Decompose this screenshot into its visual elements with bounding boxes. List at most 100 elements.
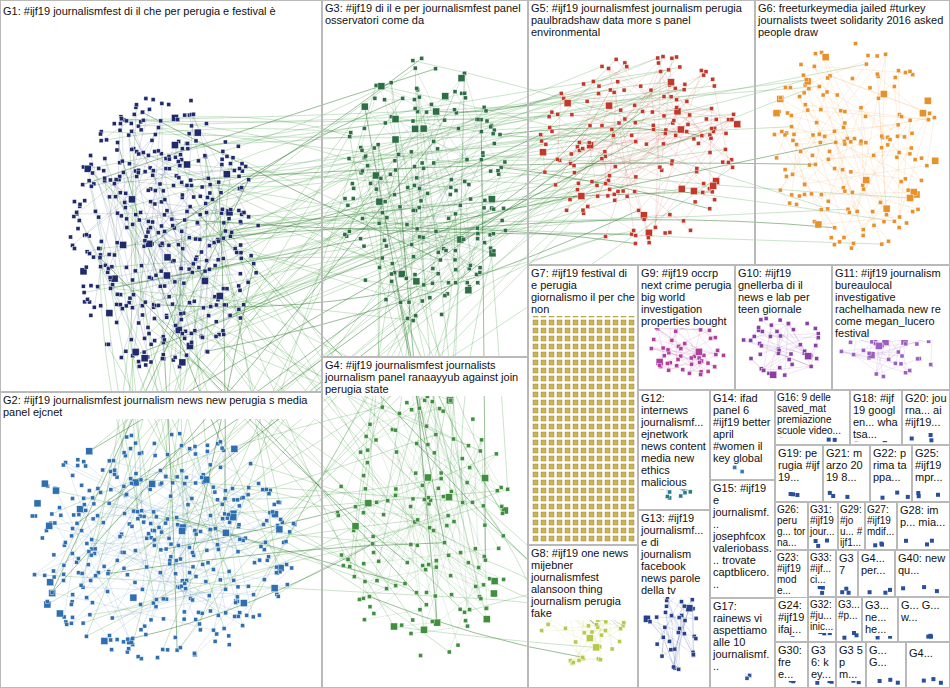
- network-edge: [494, 80, 806, 144]
- vertex: [122, 551, 126, 555]
- vertex: [227, 217, 231, 221]
- vertex: [84, 508, 88, 512]
- cluster-edge: [49, 526, 234, 581]
- vertex: [136, 510, 140, 514]
- vertex: [40, 536, 44, 540]
- vertex: [185, 183, 189, 187]
- vertex: [191, 262, 195, 266]
- cluster-edge: [473, 440, 482, 502]
- vertex: [134, 441, 138, 445]
- vertex: [163, 229, 167, 233]
- cluster-edge: [363, 446, 468, 513]
- vertex: [49, 590, 56, 597]
- vertex: [132, 112, 136, 116]
- cluster-edge: [803, 75, 845, 112]
- vertex: [156, 126, 160, 130]
- vertex: [152, 543, 156, 547]
- vertex: [179, 312, 183, 316]
- cluster-edge: [122, 552, 235, 616]
- vertex: [59, 513, 63, 517]
- vertex: [413, 278, 420, 285]
- vertex: [137, 152, 141, 156]
- cluster-edge: [74, 155, 148, 216]
- cluster-edge: [368, 96, 446, 166]
- vertex: [87, 179, 91, 183]
- vertex: [83, 199, 87, 203]
- network-edge: [468, 57, 676, 290]
- cluster-edge: [808, 81, 845, 144]
- vertex: [50, 591, 54, 595]
- cluster-edge: [801, 65, 930, 114]
- network-edge: [207, 210, 639, 351]
- cluster-edge: [125, 109, 150, 202]
- vertex: [142, 520, 146, 524]
- cluster-edge: [605, 129, 653, 156]
- vertex: [214, 320, 218, 324]
- vertex: [208, 528, 212, 532]
- cluster-edge: [427, 426, 470, 468]
- vertex: [146, 325, 150, 329]
- cluster-edge: [863, 113, 929, 229]
- vertex: [164, 521, 168, 525]
- vertex: [154, 515, 158, 519]
- vertex: [220, 211, 224, 215]
- vertex: [153, 150, 157, 154]
- cluster-edge: [205, 157, 207, 352]
- vertex: [162, 213, 166, 217]
- vertex: [177, 176, 181, 180]
- cluster-edge: [771, 324, 788, 326]
- vertex: [284, 540, 288, 544]
- vertex: [183, 336, 187, 340]
- vertex: [185, 353, 189, 357]
- vertex: [252, 262, 256, 266]
- cluster-edge: [713, 79, 729, 162]
- vertex: [412, 98, 416, 102]
- cluster-edge: [151, 202, 202, 337]
- network-edge: [436, 93, 561, 112]
- cluster-edge: [362, 171, 386, 246]
- vertex: [227, 634, 231, 638]
- vertex: [183, 113, 187, 117]
- vertex: [86, 297, 90, 301]
- vertex: [107, 253, 111, 257]
- cluster-edge: [194, 597, 237, 653]
- cluster-edge: [180, 454, 195, 559]
- vertex: [164, 474, 168, 478]
- vertex: [62, 572, 66, 576]
- cluster-edge: [425, 400, 486, 560]
- vertex: [124, 304, 128, 308]
- vertex: [89, 578, 93, 582]
- vertex: [140, 304, 144, 308]
- cluster-edge: [416, 285, 424, 316]
- cluster-edge: [424, 500, 451, 595]
- cluster-edge: [542, 630, 606, 631]
- vertex: [227, 569, 231, 573]
- vertex: [140, 264, 144, 268]
- cluster-edge: [65, 484, 152, 543]
- cluster-edge: [338, 513, 436, 597]
- cluster-edge: [132, 131, 205, 281]
- vertex: [127, 647, 131, 651]
- vertex: [129, 477, 133, 481]
- vertex: [169, 494, 173, 498]
- cluster-edge: [657, 591, 685, 644]
- cluster-edge: [822, 53, 882, 245]
- vertex: [97, 246, 101, 250]
- vertex: [77, 219, 81, 223]
- vertex: [122, 640, 126, 644]
- vertex: [71, 473, 75, 477]
- vertex: [238, 272, 242, 276]
- network-edge: [175, 145, 350, 567]
- vertex: [240, 186, 244, 190]
- cluster-edge: [124, 486, 166, 523]
- vertex: [115, 638, 119, 642]
- vertex: [171, 224, 175, 228]
- cluster-edge: [90, 615, 111, 640]
- cluster-edge: [52, 593, 213, 631]
- vertex: [166, 453, 170, 457]
- vertex: [82, 496, 86, 500]
- vertex: [139, 478, 143, 482]
- cluster-edge: [211, 210, 231, 307]
- cluster-edge: [814, 66, 880, 202]
- vertex: [207, 244, 211, 248]
